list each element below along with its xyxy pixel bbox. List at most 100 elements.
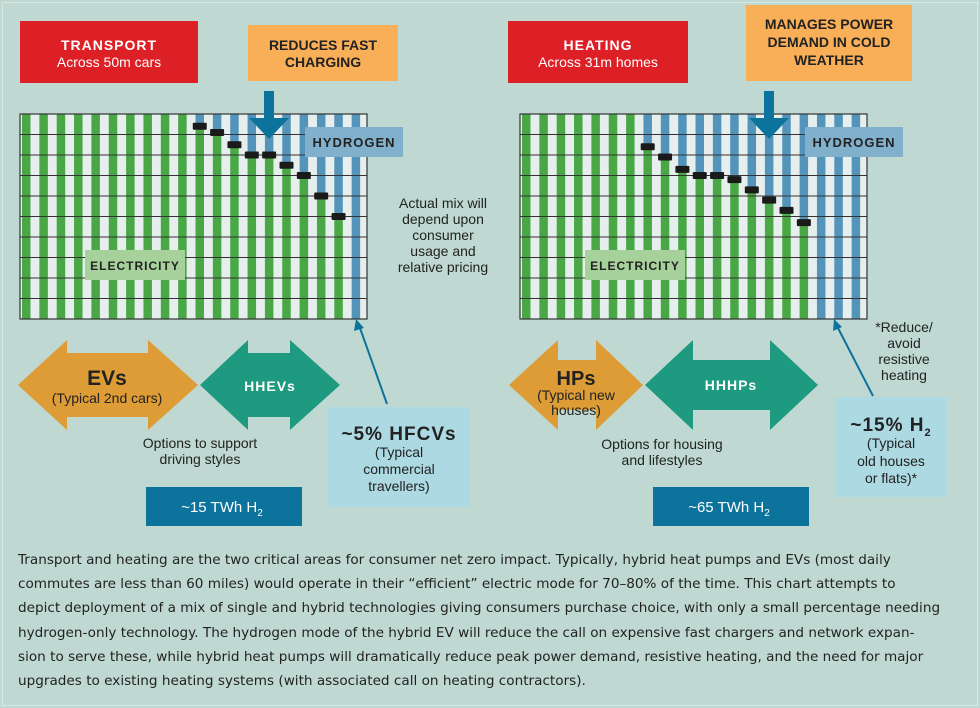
- mix-marker: [710, 172, 725, 179]
- caption-line: hydrogen-only technology. The hydrogen m…: [18, 624, 915, 641]
- mix-marker: [762, 196, 777, 204]
- hydrogen-bar: [660, 114, 670, 158]
- mix-marker: [244, 151, 259, 159]
- mix-marker: [227, 141, 242, 149]
- electricity-bar: [230, 144, 239, 319]
- transport-twh-box: [146, 487, 302, 526]
- mix-note: Actual mix will depend upon consumer usa…: [398, 195, 488, 275]
- electricity-label-box: [585, 250, 685, 280]
- hydrogen-bar: [764, 114, 774, 201]
- heating-subtitle: Across 31m homes: [538, 54, 658, 70]
- heating-panel: HEATING Across 31m homes MANAGES POWER D…: [508, 5, 947, 526]
- down-arrow-icon: [249, 91, 289, 139]
- electricity-bar: [712, 175, 722, 319]
- electricity-bar: [799, 222, 809, 319]
- callout-line: WEATHER: [794, 52, 864, 68]
- h2-homes-line: or flats)*: [865, 470, 918, 486]
- grid-border: [519, 113, 868, 320]
- mix-marker: [192, 122, 207, 130]
- hydrogen-bar: [695, 114, 704, 176]
- callout-line: DEMAND IN COLD: [768, 34, 891, 50]
- caption-line: depict deployment of a mix of single and…: [18, 600, 941, 617]
- electricity-bar: [334, 216, 343, 319]
- hydrogen-label-box: [305, 127, 403, 157]
- electricity-bar: [299, 175, 309, 319]
- note-line: relative pricing: [398, 259, 488, 275]
- electricity-label: ELECTRICITY: [90, 259, 180, 273]
- hydrogen-bar: [212, 114, 222, 133]
- options-line: driving styles: [160, 451, 241, 467]
- hydrogen-bar: [230, 114, 239, 145]
- hfcv-line: commercial: [363, 461, 435, 477]
- caption-line: commutes are less than 60 miles) would o…: [18, 576, 896, 593]
- caption-line: sion to serve these, while hybrid heat p…: [18, 648, 924, 665]
- callout-line: REDUCES FAST: [269, 37, 378, 53]
- electricity-bar: [695, 175, 704, 319]
- hydrogen-bar: [712, 114, 722, 176]
- electricity-bar: [747, 189, 757, 319]
- mix-marker: [296, 172, 311, 179]
- note-line: Actual mix will: [399, 195, 487, 211]
- pointer-arrow-icon: [833, 319, 874, 397]
- h2-homes-line: (Typical: [867, 435, 915, 451]
- pointer-arrow-icon: [354, 319, 388, 405]
- evs-double-arrow: [18, 340, 198, 430]
- grid-border: [19, 113, 368, 320]
- electricity-bar: [730, 179, 739, 319]
- note-line: resistive: [878, 351, 930, 367]
- hhhps-title: HHHPs: [705, 377, 757, 393]
- h2-homes-title: ~15% H2: [850, 415, 931, 439]
- down-arrow-icon: [749, 91, 789, 139]
- mix-marker: [314, 192, 329, 200]
- note-line: avoid: [887, 335, 920, 351]
- hps-subtitle: (Typical new: [537, 387, 616, 403]
- transport-title: TRANSPORT: [61, 37, 157, 53]
- caption: Transport and heating are the two critic…: [18, 548, 963, 693]
- hydrogen-label: HYDROGEN: [812, 135, 895, 150]
- heating-twh: ~65 TWh H2: [688, 499, 770, 519]
- electricity-bar: [212, 132, 222, 319]
- hfcv-box: [328, 407, 470, 507]
- mix-marker: [796, 219, 811, 227]
- mix-marker: [210, 128, 225, 136]
- transport-panel: TRANSPORT Across 50m cars REDUCES FAST C…: [18, 21, 488, 526]
- hhevs-double-arrow: [200, 340, 340, 430]
- hps-title: HPs: [557, 368, 596, 390]
- heating-title: HEATING: [564, 37, 633, 53]
- caption-line: upgrades to existing heating systems (wi…: [18, 673, 586, 690]
- note-line: *Reduce/: [875, 319, 933, 335]
- h2-homes-line: old houses: [857, 453, 925, 469]
- mix-marker: [331, 213, 346, 220]
- mix-marker: [640, 143, 655, 151]
- hps-double-arrow: [509, 340, 643, 430]
- options-line: Options to support: [143, 435, 258, 451]
- mix-marker: [658, 153, 673, 161]
- electricity-label: ELECTRICITY: [590, 259, 680, 273]
- heating-twh-box: [653, 487, 809, 526]
- footnote: *Reduce/ avoid resistive heating: [875, 319, 933, 383]
- note-line: heating: [881, 367, 927, 383]
- caption-line: Transport and heating are the two critic…: [18, 552, 891, 568]
- hydrogen-bar: [282, 114, 291, 166]
- hfcv-line: (Typical: [375, 444, 423, 460]
- transport-twh: ~15 TWh H2: [181, 499, 263, 519]
- electricity-bar: [782, 210, 791, 319]
- note-line: depend upon: [402, 211, 484, 227]
- mix-marker: [262, 151, 277, 159]
- mix-marker: [744, 186, 759, 194]
- electricity-bar: [678, 169, 687, 319]
- mix-marker: [675, 165, 690, 173]
- evs-title: EVs: [87, 367, 127, 390]
- h2-homes-box: [836, 397, 947, 497]
- hydrogen-bar: [799, 114, 809, 223]
- callout-line: MANAGES POWER: [765, 16, 893, 32]
- fast-charging-callout: [248, 25, 398, 81]
- hhhps-double-arrow: [645, 340, 818, 430]
- transport-subtitle: Across 50m cars: [57, 54, 161, 70]
- hhevs-title: HHEVs: [244, 378, 296, 394]
- hfcv-line: travellers): [368, 478, 429, 494]
- hydrogen-bar: [299, 114, 309, 176]
- hydrogen-label: HYDROGEN: [312, 135, 395, 150]
- hydrogen-label-box: [805, 127, 903, 157]
